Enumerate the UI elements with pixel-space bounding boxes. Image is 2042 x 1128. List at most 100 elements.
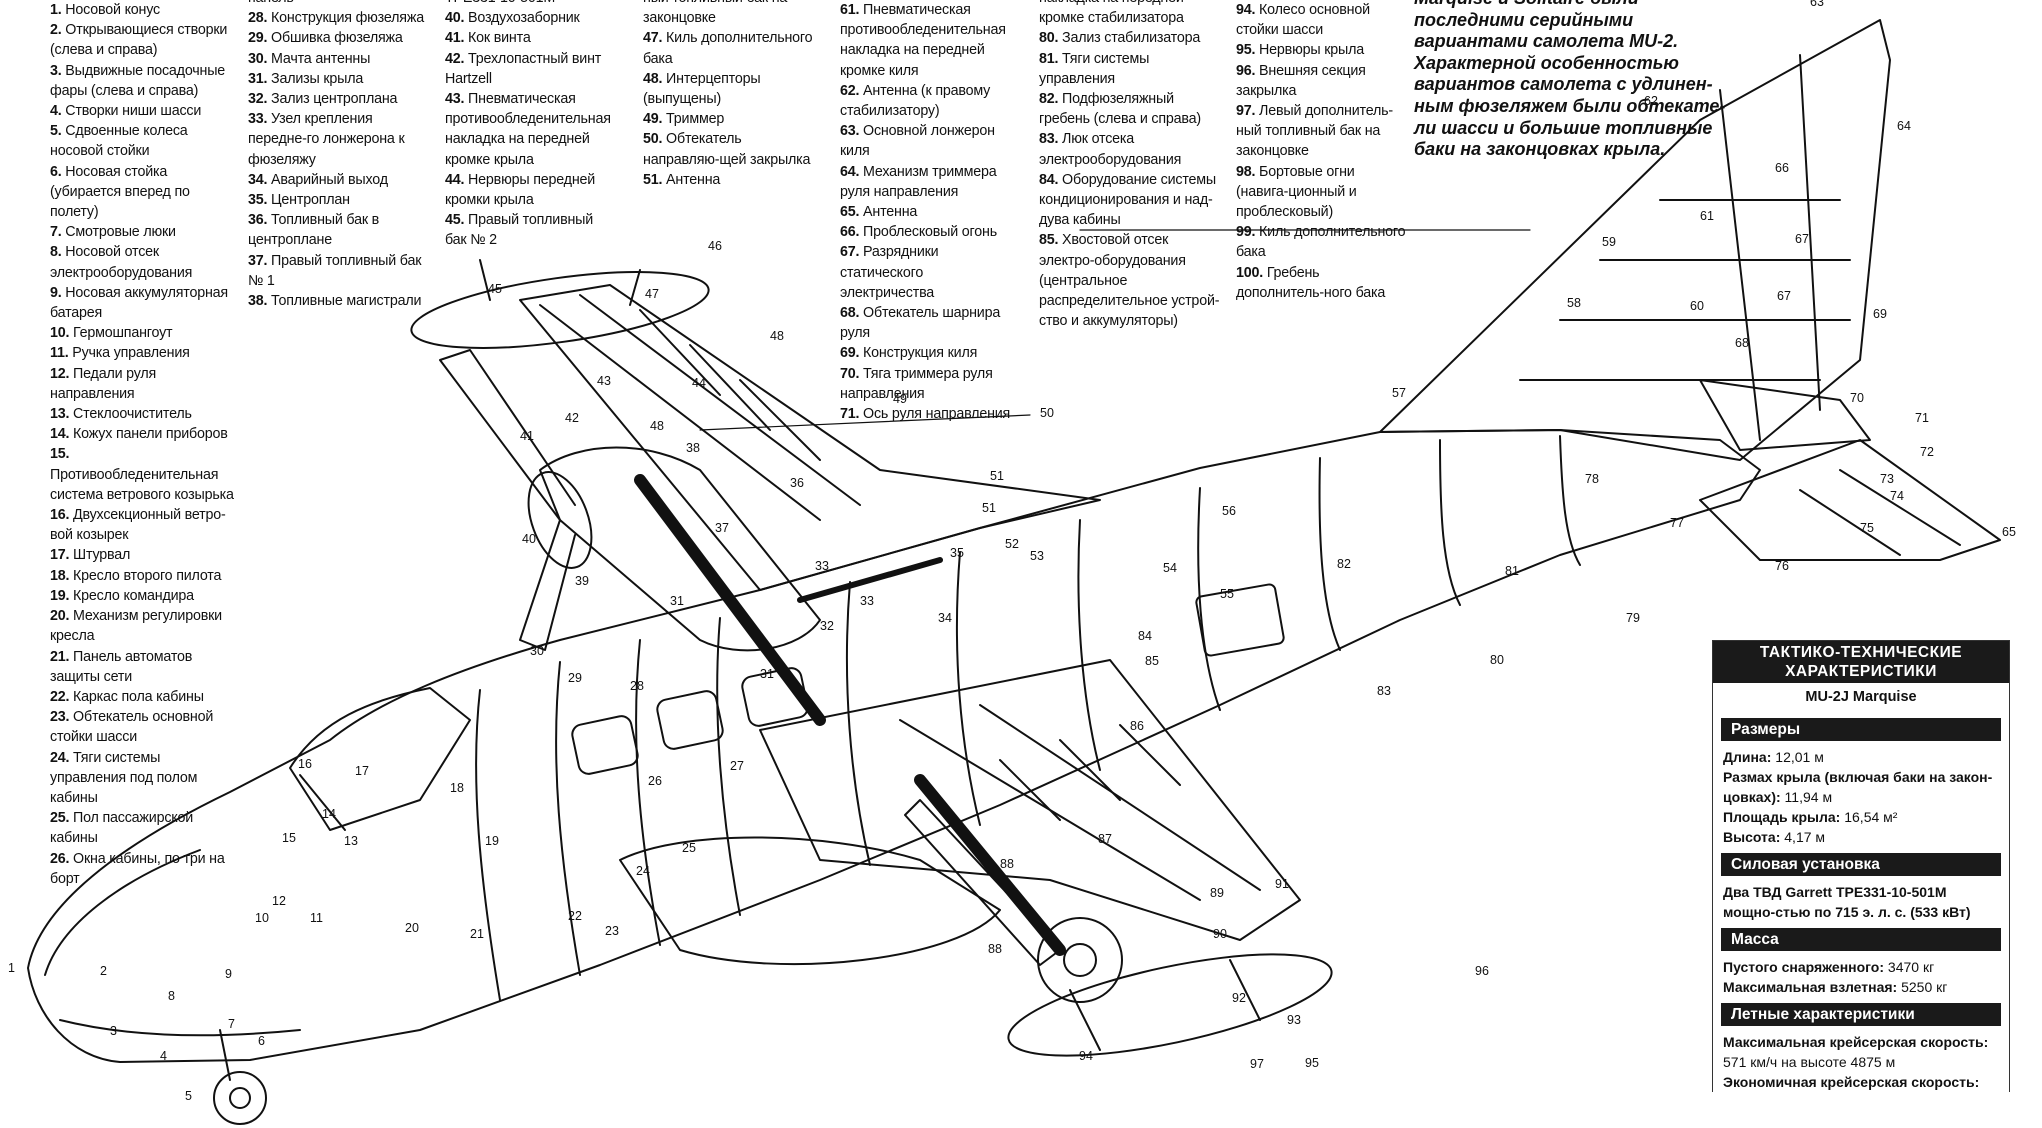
legend-item-number: 41. [445, 30, 469, 47]
legend-item-text: Конструкция фюзеляжа [271, 10, 424, 27]
legend-item-text: Тяги системы управления под полом кабины [50, 749, 198, 806]
legend-item: 34. Аварийный выход [248, 170, 432, 190]
legend-item-text: Ось руля направления [863, 406, 1011, 423]
legend-item-number: 22. [50, 688, 74, 705]
legend-item-text: Штурвал [73, 547, 131, 564]
legend-item: 5. Сдвоенные колеса носовой стойки [50, 121, 236, 161]
spec-row-value: 4,17 м [1780, 829, 1826, 845]
callout-number: 79 [1626, 611, 1640, 625]
legend-item: 25. Пол пассажирской кабины [50, 808, 236, 848]
callout-number: 56 [1222, 504, 1236, 518]
legend-item-text: Тяга триммера руля направления [840, 365, 993, 402]
callout-number: 77 [1670, 516, 1684, 530]
callout-number: 25 [682, 841, 696, 855]
legend-item-number: 63. [840, 123, 864, 140]
callout-number: 74 [1890, 489, 1904, 503]
callout-number: 67 [1795, 232, 1809, 246]
legend-item: 31. Зализы крыла [248, 69, 432, 89]
legend-item: 9. Носовая аккумуляторная батарея [50, 283, 236, 323]
legend-item: накладка на передней кромке стабилизатор… [1039, 0, 1221, 28]
legend-item: 83. Люк отсека электрооборудования [1039, 129, 1221, 169]
spec-row-value: 12,01 м [1771, 749, 1824, 765]
callout-number: 46 [708, 239, 722, 253]
callout-number: 57 [1392, 386, 1406, 400]
callout-number: 92 [1232, 991, 1246, 1005]
cockpit-canopy [289, 687, 471, 831]
legend-item: 10. Гермошпангоут [50, 323, 236, 343]
legend-item-number: 85. [1039, 232, 1063, 249]
legend-item: 97. Левый дополнитель-ный топливный бак … [1236, 101, 1408, 162]
legend-item: 2. Открывающиеся створки (слева и справа… [50, 20, 236, 60]
legend-item-text: Створки ниши шасси [65, 103, 202, 120]
legend-item-number: 64. [840, 163, 864, 180]
spec-row-label: Два ТВД Garrett TPE331-10-501M мощно-сть… [1723, 884, 1971, 920]
legend-item-number: 100. [1236, 264, 1267, 281]
spec-row: 571 км/ч на высоте 4875 м [1713, 1052, 2009, 1072]
legend-item: 98. Бортовые огни (навига-ционный и проб… [1236, 162, 1408, 223]
legend-item-number: 69. [840, 345, 864, 362]
legend-column-5: 61. Пневматическая противообледенительна… [840, 0, 1020, 424]
legend-item-number: 25. [50, 810, 74, 827]
spec-box: ТАКТИКО-ТЕХНИЧЕСКИЕ ХАРАКТЕРИСТИКИ MU-2J… [1712, 640, 2010, 1092]
variant-note: Marquise и Solitaire были последними сер… [1414, 0, 1726, 160]
legend-item: 50. Обтекатель направляю-щей закрылка [643, 129, 818, 169]
legend-item: 99. Киль дополнительного бака [1236, 222, 1408, 262]
legend-item-number: 5. [50, 123, 66, 140]
legend-item-text: Правый топливный бак № 2 [445, 212, 594, 249]
legend-item-number: 33. [248, 111, 272, 128]
callout-number: 75 [1860, 521, 1874, 535]
legend-item-number: 61. [840, 2, 864, 18]
callout-number: 45 [488, 282, 502, 296]
legend-item: 12. Педали руля направления [50, 364, 236, 404]
left-wing [759, 659, 1301, 941]
legend-item-number: 71. [840, 406, 864, 423]
legend-item-text: Топливные магистрали [271, 293, 422, 310]
legend-item-text: Бортовые огни (навига-ционный и проблеск… [1236, 163, 1357, 221]
legend-item-text: Гермошпангоут [73, 325, 173, 342]
legend-item-text: Кок винта [468, 30, 531, 47]
legend-item-text: Антенна (к правому стабилизатору) [840, 82, 991, 120]
legend-item-number: 2. [50, 22, 66, 39]
legend-item-text: Триммер [666, 111, 725, 128]
legend-item-number: 16. [50, 507, 74, 524]
legend-item-text: Правый топливный бак № 1 [248, 252, 422, 289]
legend-item-number: 50. [643, 131, 667, 148]
callout-number: 33 [860, 594, 874, 608]
callout-number: 89 [1210, 886, 1224, 900]
callout-number: 33 [815, 559, 829, 573]
callout-number: 87 [1098, 832, 1112, 846]
callout-number: 7 [228, 1017, 235, 1031]
callout-number: 8 [168, 989, 175, 1003]
legend-item: 4. Створки ниши шасси [50, 101, 236, 121]
legend-item-number: 13. [50, 406, 74, 423]
spec-row: Максимальная крейсерская скорость: [1713, 1032, 2009, 1052]
callout-number: 29 [568, 671, 582, 685]
legend-item-text: Кресло второго пилота [73, 567, 222, 584]
callout-number: 34 [938, 611, 952, 625]
callout-number: 15 [282, 831, 296, 845]
legend-item: 63. Основной лонжерон киля [840, 121, 1020, 161]
callout-number: 49 [893, 392, 907, 406]
callout-number: 39 [575, 574, 589, 588]
callout-number: 5 [185, 1089, 192, 1103]
spec-row-value: 3470 кг [1884, 959, 1935, 975]
callout-number: 54 [1163, 561, 1177, 575]
legend-item-text: Узел крепления передне-го лонжерона к фю… [248, 111, 405, 168]
spec-row-value: 571 км/ч на высоте 4875 м [1723, 1054, 1896, 1070]
legend-item: ный топливный бак на законцовке [643, 0, 818, 28]
legend-item-number: 29. [248, 30, 272, 47]
legend-item-number: 65. [840, 204, 864, 221]
left-stabilizer [1699, 439, 2001, 561]
legend-item-number: 12. [50, 365, 74, 382]
legend-item: 61. Пневматическая противообледенительна… [840, 0, 1020, 81]
callout-number: 13 [344, 834, 358, 848]
callout-number: 67 [1777, 289, 1791, 303]
legend-item-number: 26. [50, 850, 74, 867]
callout-number: 38 [686, 441, 700, 455]
callout-number: 47 [645, 287, 659, 301]
legend-item-number: 28. [248, 10, 272, 27]
